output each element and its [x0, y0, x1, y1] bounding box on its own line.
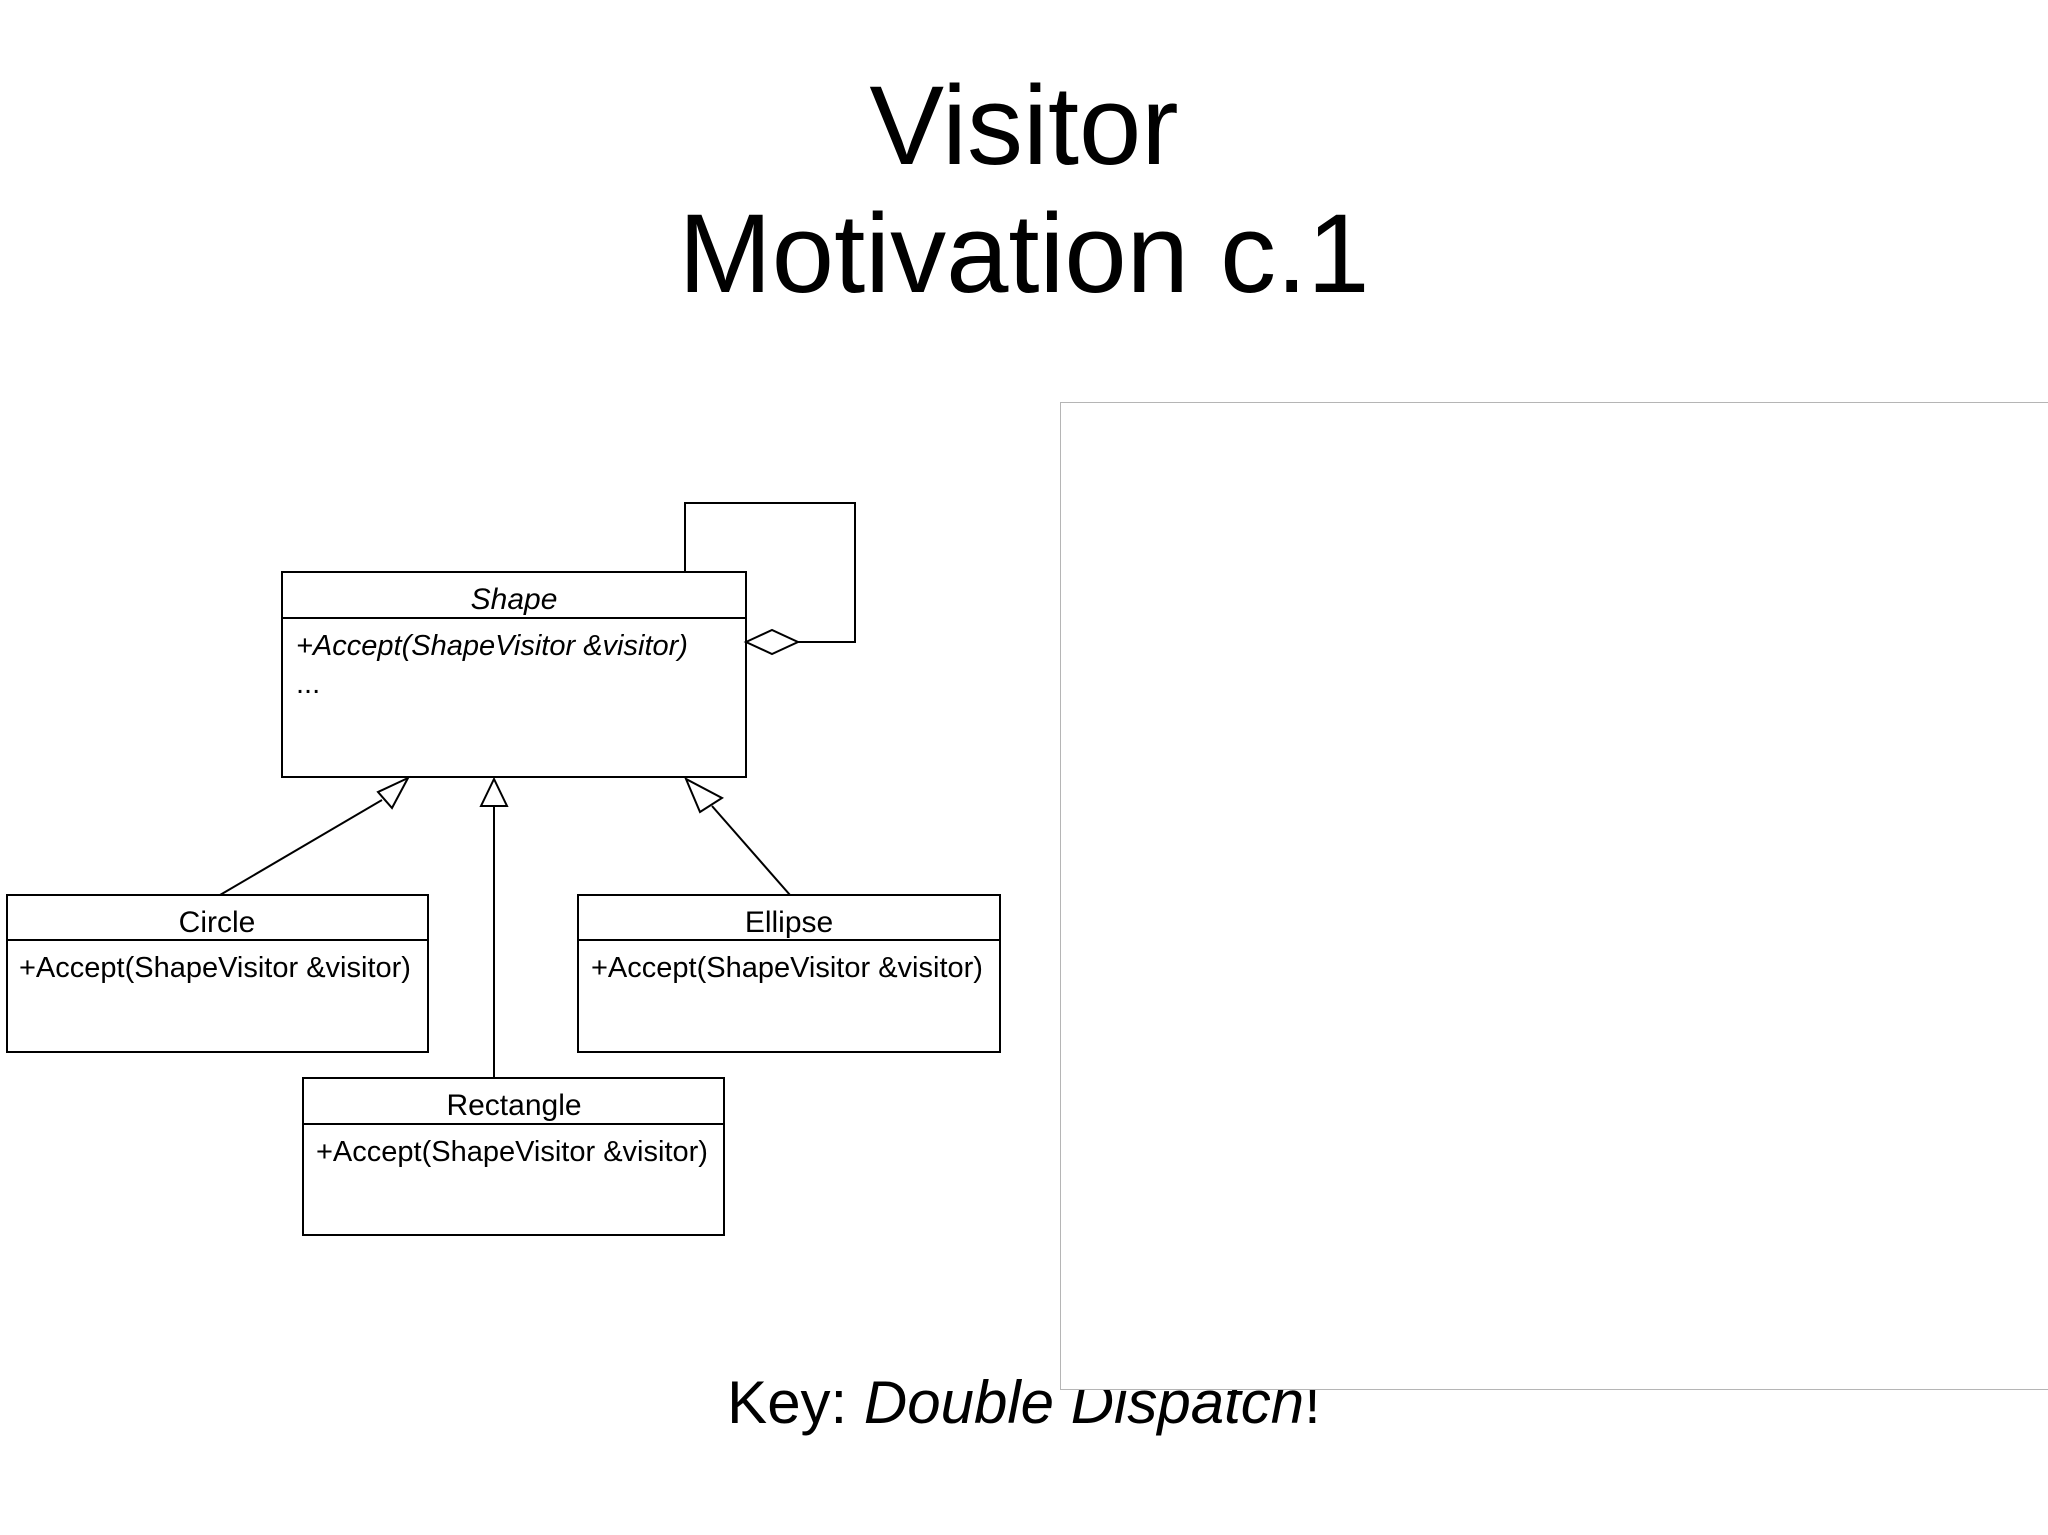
- shape-operation-ellipsis: ...: [296, 668, 320, 700]
- generalization-rectangle-shape: [479, 776, 509, 1078]
- rectangle-operation-accept: +Accept(ShapeVisitor &visitor): [316, 1136, 708, 1168]
- circle-operation-accept: +Accept(ShapeVisitor &visitor): [19, 952, 411, 984]
- shape-operation-accept: +Accept(ShapeVisitor &visitor): [296, 630, 688, 662]
- uml-class-rectangle: [302, 1077, 725, 1236]
- class-name-rectangle: Rectangle: [446, 1089, 581, 1122]
- generalization-ellipse-shape: [683, 776, 791, 896]
- class-name-circle: Circle: [179, 906, 256, 939]
- footer-prefix: Key:: [727, 1369, 864, 1436]
- blank-overlay-panel: [1060, 402, 2048, 1390]
- uml-class-circle: [6, 894, 429, 1053]
- aggregation-shape-self: [684, 502, 856, 656]
- class-name-ellipse: Ellipse: [745, 906, 833, 939]
- uml-class-ellipse: [577, 894, 1001, 1053]
- uml-class-shape: [281, 571, 747, 778]
- slide-title-line1: Visitor: [869, 63, 1179, 188]
- generalization-circle-shape: [219, 775, 411, 896]
- slide-title-line2: Motivation c.1: [678, 191, 1370, 316]
- ellipse-operation-accept: +Accept(ShapeVisitor &visitor): [591, 952, 983, 984]
- class-name-shape: Shape: [471, 583, 558, 616]
